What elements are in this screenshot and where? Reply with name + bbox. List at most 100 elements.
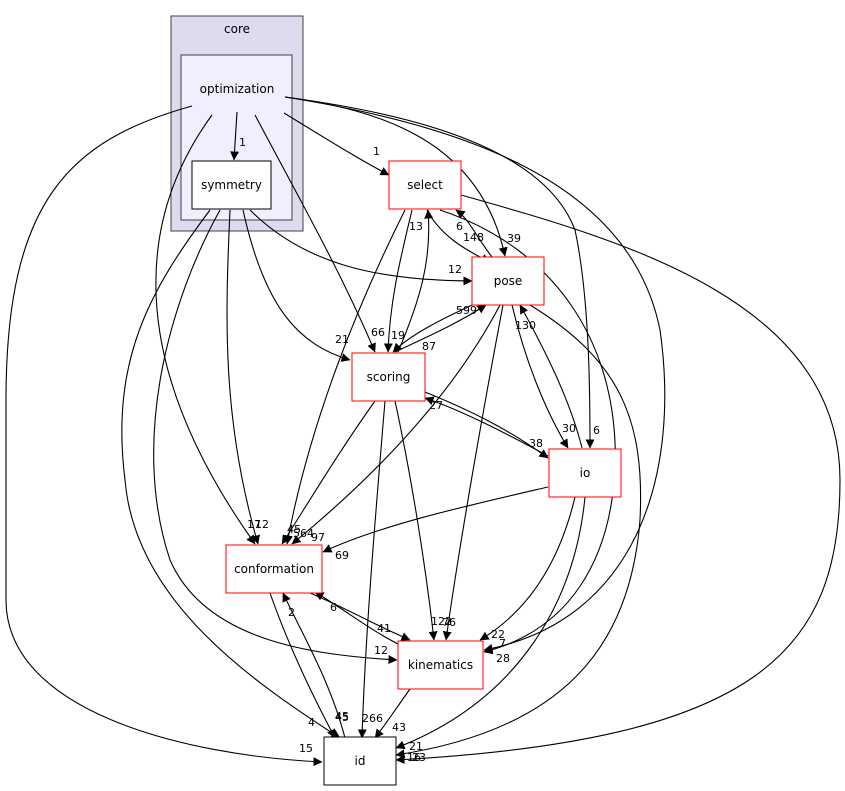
edge-label: 97	[311, 531, 325, 544]
edge-label: 17	[247, 518, 261, 531]
edge-label: 1	[239, 136, 246, 149]
node-id-label: id	[355, 754, 366, 768]
edge-label: 23	[412, 751, 426, 764]
edge-scoring-id	[357, 400, 386, 739]
edge-label: 12	[448, 263, 462, 276]
edge-optimization-select	[283, 112, 390, 176]
edge-conformation-kinematics	[309, 592, 411, 641]
node-symmetry-label: symmetry	[201, 178, 262, 192]
node-pose-label: pose	[494, 274, 523, 288]
node-pose-box	[471, 256, 545, 306]
edge-select-scoring	[383, 209, 413, 353]
node-id[interactable]: id	[323, 736, 397, 786]
node-io-box	[548, 448, 622, 498]
edge-pose-scoring	[392, 304, 473, 353]
edge-label: 7	[499, 637, 506, 650]
edge-label: 6	[330, 601, 337, 614]
edge-optimization-scoring	[254, 114, 376, 353]
node-pose[interactable]: pose	[471, 256, 545, 306]
edge-label: 15	[299, 742, 313, 755]
edge-conformation-id	[269, 592, 336, 739]
edge-pose-conformation	[291, 304, 501, 545]
edge-select-conformation	[284, 209, 406, 545]
edge-label: 130	[515, 319, 536, 332]
node-conformation[interactable]: conformation	[225, 544, 323, 594]
edge-pose-io	[511, 304, 569, 449]
edge-label: 6	[593, 424, 600, 437]
edge-label: 30	[562, 422, 576, 435]
node-symmetry-box	[191, 160, 272, 210]
edge-label: 45	[335, 710, 349, 723]
node-kinematics[interactable]: kinematics	[397, 640, 484, 690]
edge-symmetry-scoring	[242, 209, 351, 362]
edge-label: 87	[422, 340, 436, 353]
node-select[interactable]: select	[388, 160, 462, 210]
edge-kinematics-id	[374, 688, 411, 739]
cluster-optimization-label: optimization	[200, 82, 275, 96]
edge-symmetry-conformation	[226, 209, 260, 545]
edge-scoring-conformation	[281, 400, 376, 545]
edge-label: 38	[529, 437, 543, 450]
edge-scoring-pose	[394, 304, 487, 353]
node-symmetry[interactable]: symmetry	[191, 160, 272, 210]
edge-pose-select	[455, 209, 493, 258]
edge-pose-kinematics	[442, 304, 504, 641]
edge-label: 41	[377, 622, 391, 635]
edge-label: 12	[255, 518, 269, 531]
edge-pose-id	[395, 304, 642, 759]
node-id-box	[323, 736, 397, 786]
edge-label: 45	[287, 523, 301, 536]
cluster-core-label: core	[224, 22, 250, 36]
edge-label: 66	[371, 326, 385, 339]
edge-symmetry-pose	[249, 209, 473, 286]
edge-label: 6	[456, 220, 463, 233]
edge-symmetry-kinematics	[153, 209, 398, 665]
node-scoring-box	[351, 352, 426, 402]
edge-optimization-conformation	[155, 114, 256, 545]
node-conformation-box	[225, 544, 323, 594]
edge-label: 69	[335, 549, 349, 562]
edge-label: 28	[496, 652, 510, 665]
edge-label: 13	[409, 220, 423, 233]
edge-label: 148	[463, 231, 484, 244]
edge-io-scoring	[424, 396, 549, 457]
edge-scoring-kinematics	[394, 400, 438, 641]
edge-id-conformation	[282, 592, 346, 739]
edge-label: 22	[491, 628, 505, 641]
node-scoring[interactable]: scoring	[351, 352, 426, 402]
edge-label: 4	[308, 716, 315, 729]
edge-io-pose	[519, 304, 583, 449]
edge-label: 27	[429, 399, 443, 412]
node-conformation-label: conformation	[234, 562, 314, 576]
edge-optimization-id	[5, 105, 323, 767]
edge-label: 16	[407, 751, 421, 764]
edge-label: 21	[335, 333, 349, 346]
node-io[interactable]: io	[548, 448, 622, 498]
edge-io-id	[395, 496, 586, 750]
edge-symmetry-id	[121, 209, 341, 739]
node-select-label: select	[407, 178, 443, 192]
node-scoring-label: scoring	[367, 370, 411, 384]
node-select-box	[388, 160, 462, 210]
edge-optimization-kinematics	[284, 96, 666, 653]
edge-label: 43	[392, 721, 406, 734]
edge-label: 1	[373, 145, 380, 158]
node-kinematics-box	[397, 640, 484, 690]
edge-optimization-symmetry	[230, 111, 240, 161]
edge-label: 599	[456, 304, 477, 317]
edge-label: 12	[374, 644, 388, 657]
edge-label: 266	[362, 712, 383, 725]
edge-kinematics-conformation	[314, 591, 401, 646]
edge-label: 45	[335, 711, 349, 724]
edge-label: 2	[288, 606, 295, 619]
node-io-label: io	[580, 466, 591, 480]
edge-label: 122	[431, 615, 452, 628]
edge-labels: 1 1 15 17 66 39 6 7 4 12 21 12 12 148 13…	[239, 136, 600, 764]
node-kinematics-label: kinematics	[408, 658, 473, 672]
edge-label: 19	[391, 329, 405, 342]
edge-optimization-io	[284, 96, 595, 449]
edge-label: 564	[293, 527, 314, 540]
edge-scoring-select	[397, 209, 434, 353]
edge-label: 39	[507, 232, 521, 245]
